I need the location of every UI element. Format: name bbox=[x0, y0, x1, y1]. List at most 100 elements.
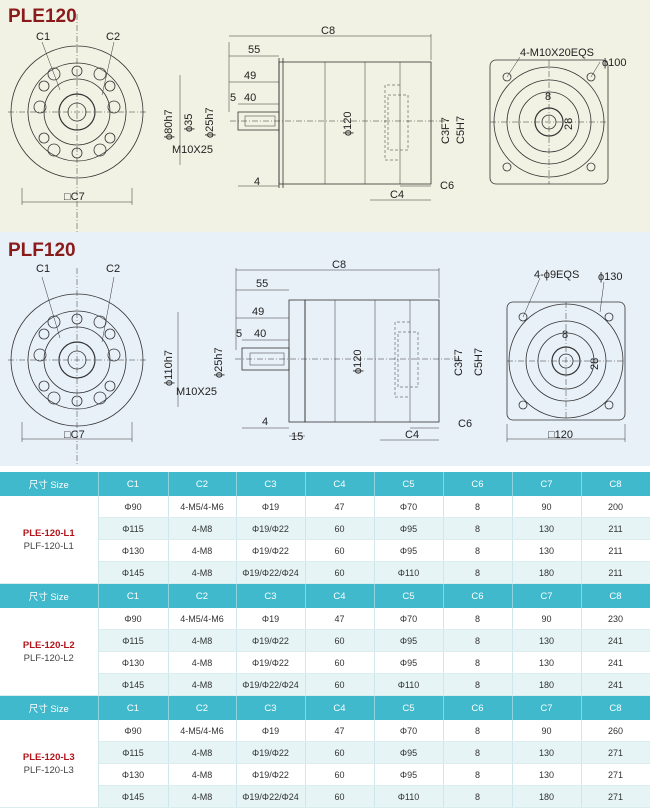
header-c1: C1 bbox=[98, 583, 169, 608]
ple120-phi100-label: ϕ100 bbox=[602, 57, 627, 69]
table-cell: 4-M5/4-M6 bbox=[168, 608, 237, 630]
header-size: 尺寸 Size bbox=[0, 695, 99, 720]
plf120-phi110-label: ϕ110h7 bbox=[163, 350, 175, 386]
header-c3: C3 bbox=[236, 695, 306, 720]
table-cell: Φ110 bbox=[374, 673, 444, 696]
plf120-side-view bbox=[177, 268, 460, 441]
model-ple-name: PLE-120-L1 bbox=[22, 527, 75, 539]
table-cell: 90 bbox=[512, 608, 582, 630]
table-cell: 60 bbox=[305, 651, 375, 674]
plf120-c7-label: □C7 bbox=[64, 429, 85, 441]
plf120-c6-label: C6 bbox=[458, 418, 472, 430]
plf120-front-view bbox=[8, 268, 148, 466]
ple120-phi25-label: ϕ25h7 bbox=[204, 107, 216, 138]
table-cell: 60 bbox=[305, 673, 375, 696]
table-cell: Φ95 bbox=[374, 517, 444, 540]
table-cell: 230 bbox=[581, 608, 650, 630]
table-cell: 8 bbox=[443, 785, 513, 808]
table-cell: 47 bbox=[305, 608, 375, 630]
table-cell: 130 bbox=[512, 651, 582, 674]
model-plf-name: PLF-120-L2 bbox=[23, 652, 74, 664]
table-cell: 260 bbox=[581, 720, 650, 742]
ple120-dim-55: 55 bbox=[248, 44, 260, 56]
table-cell: 4-M5/4-M6 bbox=[168, 496, 237, 518]
table-cell: 4-M8 bbox=[168, 561, 237, 584]
table-cell: 130 bbox=[512, 539, 582, 562]
plf120-c4-label: C4 bbox=[405, 429, 419, 441]
ple120-front-view bbox=[8, 14, 148, 232]
table-cell: Φ110 bbox=[374, 561, 444, 584]
ple120-m10-label: M10X25 bbox=[172, 144, 213, 156]
table-cell: 200 bbox=[581, 496, 650, 518]
table-cell: 60 bbox=[305, 539, 375, 562]
plf120-title: PLF120 bbox=[8, 240, 76, 261]
plf120-dim-40: 40 bbox=[254, 328, 266, 340]
ple120-dim-5: 5 bbox=[230, 92, 236, 104]
plf120-dim-15: 15 bbox=[291, 431, 303, 443]
table-cell: 8 bbox=[443, 720, 513, 742]
table-cell: 241 bbox=[581, 673, 650, 696]
header-c7: C7 bbox=[512, 472, 582, 496]
plf120-c2-label: C2 bbox=[106, 263, 120, 275]
table-cell: Φ130 bbox=[98, 651, 169, 674]
ple120-c8-label: C8 bbox=[321, 25, 335, 37]
plf120-dim-55: 55 bbox=[256, 278, 268, 290]
plf120-rear-view bbox=[506, 277, 626, 442]
plf120-sq120-label: □120 bbox=[548, 429, 573, 441]
header-c5: C5 bbox=[374, 472, 444, 496]
table-cell: 211 bbox=[581, 517, 650, 540]
header-c3: C3 bbox=[236, 583, 306, 608]
table-cell: 8 bbox=[443, 608, 513, 630]
table-cell: Φ19/Φ22 bbox=[236, 763, 306, 786]
table-cell: 47 bbox=[305, 720, 375, 742]
table-cell: Φ19/Φ22/Φ24 bbox=[236, 673, 306, 696]
plf120-dim-49: 49 bbox=[252, 306, 264, 318]
table-cell: 180 bbox=[512, 785, 582, 808]
table-cell: Φ115 bbox=[98, 741, 169, 764]
ple120-c4-label: C4 bbox=[390, 189, 404, 201]
table-cell: 90 bbox=[512, 720, 582, 742]
ple120-key-8: 8 bbox=[545, 91, 551, 103]
table-cell: Φ19/Φ22/Φ24 bbox=[236, 561, 306, 584]
table-cell: Φ95 bbox=[374, 741, 444, 764]
plf120-c8-label: C8 bbox=[332, 259, 346, 271]
table-cell: 60 bbox=[305, 785, 375, 808]
table-cell: Φ115 bbox=[98, 517, 169, 540]
header-size: 尺寸 Size bbox=[0, 583, 99, 608]
ple120-c3-label: C3F7 bbox=[440, 117, 452, 144]
model-ple-name: PLE-120-L3 bbox=[22, 751, 75, 763]
table-cell: 4-M8 bbox=[168, 629, 237, 652]
plf120-dim-4: 4 bbox=[262, 416, 268, 428]
plf120-m10-label: M10X25 bbox=[176, 386, 217, 398]
header-size: 尺寸 Size bbox=[0, 472, 99, 496]
model-plf-name: PLF-120-L3 bbox=[23, 764, 74, 776]
ple120-phi80-label: ϕ80h7 bbox=[163, 109, 175, 140]
plf120-c1-label: C1 bbox=[36, 263, 50, 275]
table-cell: Φ19/Φ22 bbox=[236, 517, 306, 540]
table-cell: 241 bbox=[581, 629, 650, 652]
table-cell: 4-M8 bbox=[168, 673, 237, 696]
table-cell: Φ145 bbox=[98, 785, 169, 808]
header-c1: C1 bbox=[98, 472, 169, 496]
plf120-phi130-label: ϕ130 bbox=[598, 271, 623, 283]
header-c2: C2 bbox=[168, 583, 237, 608]
table-cell: 8 bbox=[443, 741, 513, 764]
table-cell: Φ90 bbox=[98, 496, 169, 518]
table-cell: Φ19 bbox=[236, 608, 306, 630]
table-cell: Φ90 bbox=[98, 720, 169, 742]
table-cell: 60 bbox=[305, 741, 375, 764]
table-cell: Φ19/Φ22/Φ24 bbox=[236, 785, 306, 808]
header-c8: C8 bbox=[581, 583, 650, 608]
plf120-phi25-label: ϕ25h7 bbox=[213, 347, 225, 378]
header-c1: C1 bbox=[98, 695, 169, 720]
ple120-holes-label: 4-M10X20EQS bbox=[520, 47, 594, 59]
